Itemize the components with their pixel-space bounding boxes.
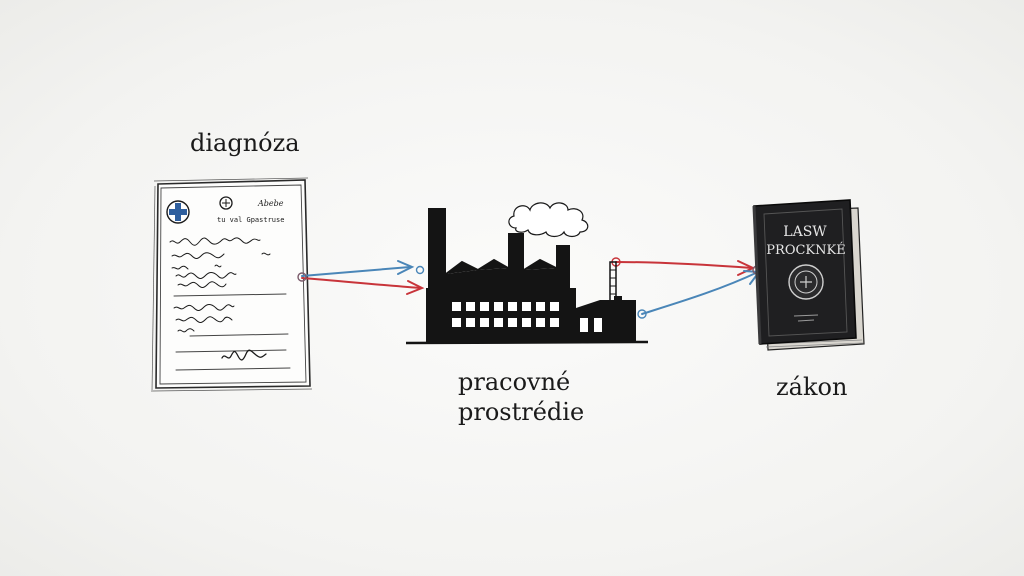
- label-diagnosis: diagnóza: [190, 129, 300, 157]
- medical-document: tu val Gpastruse Abebe: [151, 177, 313, 393]
- document-corner-text: Abebe: [257, 199, 284, 208]
- arrow-diagnosis-workplace-blue: [301, 266, 411, 277]
- label-workplace: pracovné prostrédie: [458, 367, 584, 427]
- connection-arrows: [297, 257, 762, 319]
- label-workplace-line1: pracovné: [458, 368, 571, 396]
- medical-cross-icon: [166, 200, 190, 224]
- law-book-icon: LASW PROCKNKÉ: [752, 199, 865, 351]
- document-seal-icon: [219, 196, 233, 210]
- book-title-line1: LASW: [783, 224, 827, 240]
- label-workplace-line2: prostrédie: [458, 398, 585, 426]
- factory-icon: [405, 202, 649, 345]
- document-header-text: tu val Gpastruse: [217, 216, 284, 224]
- book-emblem-icon: [788, 264, 824, 300]
- arrow-workplace-law-red: [615, 261, 753, 269]
- document-handwriting: [169, 237, 291, 371]
- label-law: zákon: [776, 373, 848, 401]
- book-title-line2: PROCKNKÉ: [766, 242, 845, 258]
- arrow-workplace-law-blue: [641, 271, 759, 315]
- arrow-diagnosis-workplace-red: [301, 277, 421, 289]
- smoke-cloud-icon: [508, 202, 589, 238]
